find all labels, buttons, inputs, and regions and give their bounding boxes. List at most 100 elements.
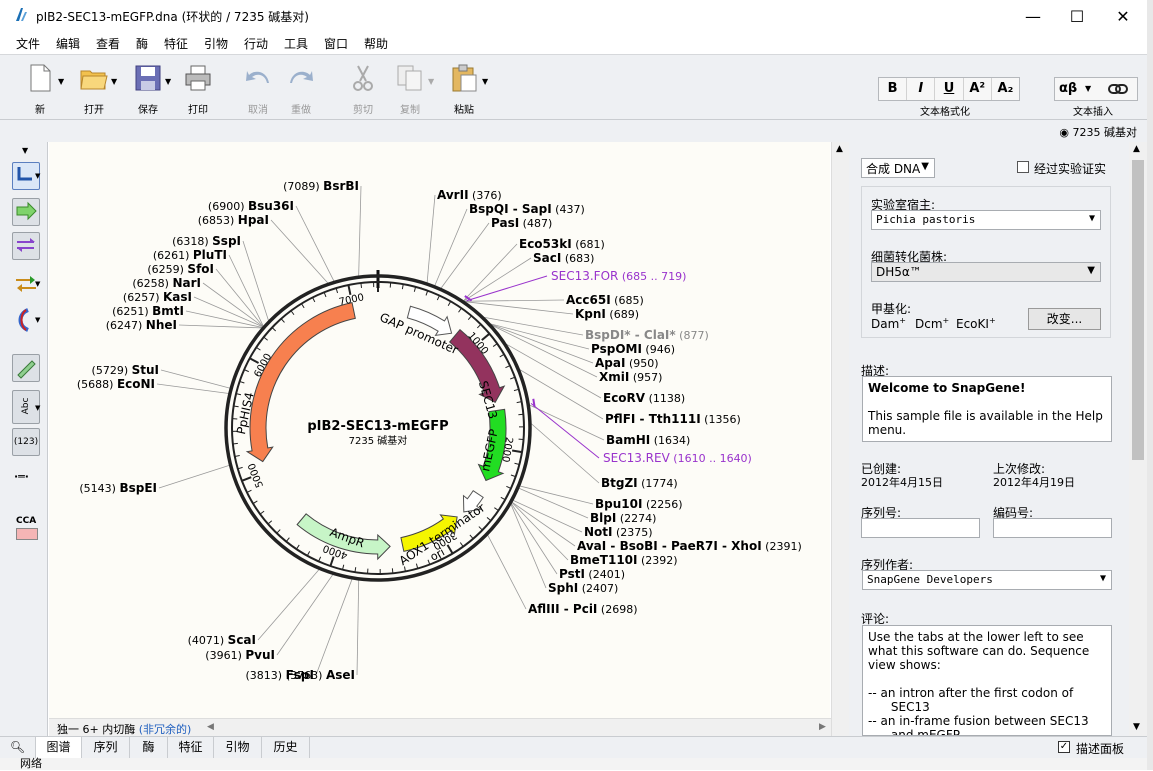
- cut-button[interactable]: 剪切: [343, 61, 383, 117]
- restriction-site-label[interactable]: (6259) SfoI: [147, 262, 214, 276]
- primer-label[interactable]: SEC13.FOR (685 .. 719): [551, 269, 686, 283]
- new-button[interactable]: 新: [20, 61, 60, 117]
- ruler-icon[interactable]: ·═·: [14, 470, 29, 483]
- tab-map[interactable]: 图谱: [36, 737, 82, 759]
- map-horizontal-scrollbar[interactable]: 独一 6+ 内切酶 (非冗余的) ◀ ▶: [49, 718, 831, 736]
- close-button[interactable]: ✕: [1100, 0, 1146, 32]
- tab-sequence[interactable]: 序列: [82, 737, 130, 759]
- collapse-icon[interactable]: ▼: [22, 146, 28, 155]
- menu-view[interactable]: 查看: [96, 35, 120, 52]
- restriction-site-label[interactable]: (5688) EcoNI: [77, 377, 155, 391]
- strain-select[interactable]: DH5α™▼: [871, 262, 1101, 282]
- italic-button[interactable]: I: [907, 78, 935, 100]
- restriction-site-label[interactable]: PasI (487): [491, 216, 552, 230]
- paste-button[interactable]: 粘贴: [444, 61, 484, 117]
- enzyme-set-link[interactable]: (非冗余的): [139, 723, 192, 736]
- swap-dropdown-icon[interactable]: ▼: [35, 280, 40, 288]
- restriction-site-label[interactable]: AflIII - PciI (2698): [528, 602, 637, 616]
- menu-file[interactable]: 文件: [16, 35, 40, 52]
- maximize-button[interactable]: ☐: [1054, 0, 1100, 32]
- primer-tool-button[interactable]: [12, 232, 40, 260]
- restriction-site-label[interactable]: (3961) PvuI: [205, 648, 275, 662]
- restriction-site-label[interactable]: XmiI (957): [599, 370, 662, 384]
- tab-enzymes[interactable]: 酶: [130, 737, 168, 759]
- restriction-site-label[interactable]: BamHI (1634): [606, 433, 690, 447]
- text-tool-dropdown-icon[interactable]: ▼: [35, 404, 40, 412]
- restriction-site-label[interactable]: BspDI* - ClaI* (877): [585, 328, 709, 342]
- save-dropdown-icon[interactable]: ▼: [165, 77, 171, 86]
- open-button[interactable]: 打开: [74, 61, 114, 117]
- link-icon[interactable]: [1107, 81, 1129, 97]
- menu-help[interactable]: 帮助: [364, 35, 388, 52]
- restriction-site-label[interactable]: AvrII (376): [437, 188, 502, 202]
- restriction-site-label[interactable]: Bpu10I (2256): [595, 497, 683, 511]
- restriction-site-label[interactable]: SacI (683): [533, 251, 594, 265]
- map-canvas[interactable]: GAP promoter SEC13 mEGFP AOX1 terminator…: [49, 142, 830, 718]
- restriction-site-label[interactable]: PstI (2401): [559, 567, 625, 581]
- author-select[interactable]: SnapGene Developers▼: [862, 570, 1112, 590]
- pen-tool-button[interactable]: [12, 354, 40, 382]
- restriction-site-label[interactable]: EcoRV (1138): [603, 391, 685, 405]
- restriction-site-label[interactable]: (7089) BsrBI: [283, 179, 359, 193]
- menu-edit[interactable]: 编辑: [56, 35, 80, 52]
- verified-checkbox[interactable]: [1017, 161, 1029, 173]
- tab-primers[interactable]: 引物: [214, 737, 262, 759]
- restriction-site-label[interactable]: BmeT110I (2392): [570, 553, 678, 567]
- tab-history[interactable]: 历史: [262, 737, 310, 759]
- panel-scroll-up-icon[interactable]: ▲: [1133, 144, 1140, 154]
- superscript-button[interactable]: A²: [964, 78, 992, 100]
- menu-features[interactable]: 特征: [164, 35, 188, 52]
- restriction-site-label[interactable]: PspOMI (946): [591, 342, 675, 356]
- bold-button[interactable]: B: [879, 78, 907, 100]
- scroll-up-icon[interactable]: ▲: [836, 144, 843, 154]
- dna-type-select[interactable]: 合成 DNA▼: [861, 158, 935, 178]
- restriction-site-label[interactable]: (6318) SspI: [172, 234, 241, 248]
- code-input[interactable]: [993, 518, 1112, 538]
- restriction-site-label[interactable]: (4071) ScaI: [188, 633, 256, 647]
- insert-feature-button[interactable]: [12, 198, 40, 226]
- scroll-right-icon[interactable]: ▶: [819, 722, 826, 732]
- restriction-site-label[interactable]: (5143) BspEI: [79, 481, 157, 495]
- restriction-site-label[interactable]: (5729) StuI: [92, 363, 159, 377]
- restriction-site-label[interactable]: (6258) NarI: [132, 276, 201, 290]
- scroll-left-icon[interactable]: ◀: [207, 722, 214, 732]
- underline-button[interactable]: U: [935, 78, 963, 100]
- save-button[interactable]: 保存: [128, 61, 168, 117]
- menu-actions[interactable]: 行动: [244, 35, 268, 52]
- new-dropdown-icon[interactable]: ▼: [58, 77, 64, 86]
- subscript-button[interactable]: A₂: [992, 78, 1019, 100]
- restriction-site-label[interactable]: BspQI - SapI (437): [469, 202, 585, 216]
- description-textarea[interactable]: Welcome to SnapGene! This sample file is…: [862, 376, 1112, 442]
- redo-button[interactable]: 重做: [281, 61, 321, 117]
- restriction-site-label[interactable]: Eco53kI (681): [519, 237, 605, 251]
- restriction-site-label[interactable]: (6257) KasI: [123, 290, 192, 304]
- restriction-site-label[interactable]: SphI (2407): [548, 581, 618, 595]
- restriction-site-label[interactable]: (6900) Bsu36I: [208, 199, 294, 213]
- undo-button[interactable]: 取消: [238, 61, 278, 117]
- comments-textarea[interactable]: Use the tabs at the lower left to see wh…: [862, 625, 1112, 736]
- translation-tool-label[interactable]: CCA: [16, 516, 36, 526]
- restriction-site-label[interactable]: Acc65I (685): [566, 293, 644, 307]
- menu-window[interactable]: 窗口: [324, 35, 348, 52]
- panel-scrollbar[interactable]: ▲ ▼: [1129, 142, 1147, 736]
- restriction-site-label[interactable]: (6261) PluTI: [153, 248, 227, 262]
- restriction-site-label[interactable]: (6853) HpaI: [198, 213, 269, 227]
- restriction-site-label[interactable]: KpnI (689): [575, 307, 639, 321]
- restriction-site-label[interactable]: (3763) AseI: [286, 668, 355, 682]
- orientation-dropdown-icon[interactable]: ▼: [35, 316, 40, 324]
- menu-primers[interactable]: 引物: [204, 35, 228, 52]
- map-vertical-scrollbar[interactable]: ▲: [831, 142, 849, 736]
- serial-input[interactable]: [861, 518, 980, 538]
- numbering-button[interactable]: (123): [12, 428, 40, 456]
- panel-scroll-down-icon[interactable]: ▼: [1133, 722, 1140, 732]
- minimize-button[interactable]: —: [1010, 0, 1056, 32]
- copy-button[interactable]: 复制: [390, 61, 430, 117]
- symbol-button[interactable]: αβ: [1059, 81, 1077, 96]
- select-tool-dropdown-icon[interactable]: ▼: [35, 172, 40, 180]
- symbol-dropdown-icon[interactable]: ▼: [1085, 84, 1091, 93]
- panel-scroll-thumb[interactable]: [1132, 160, 1144, 460]
- restriction-site-label[interactable]: (6247) NheI: [106, 318, 177, 332]
- tab-features[interactable]: 特征: [168, 737, 214, 759]
- restriction-site-label[interactable]: (6251) BmtI: [112, 304, 184, 318]
- restriction-site-label[interactable]: BlpI (2274): [590, 511, 656, 525]
